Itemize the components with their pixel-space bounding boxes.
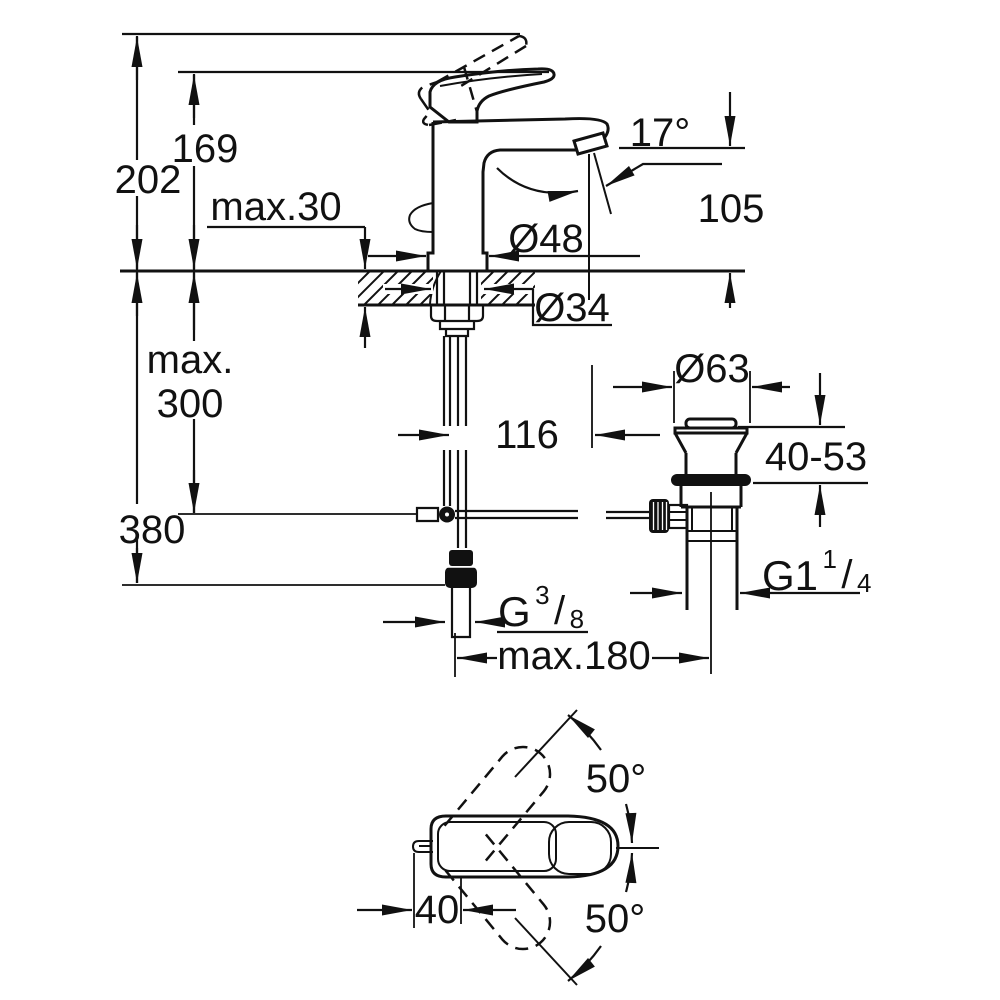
dim-label-swing-lower: 50° <box>585 897 646 941</box>
dim-label-base-diameter: Ø48 <box>508 217 584 261</box>
waste-flange <box>671 474 751 486</box>
dim-label-lever-height: 169 <box>172 127 239 171</box>
hose-fitting-upper <box>449 550 473 566</box>
aerator <box>572 131 609 156</box>
dim-label-rod-depth-value: 300 <box>157 382 224 426</box>
handle-swing-lower-dashed <box>443 833 552 951</box>
dim-label-supply-thread: G 3 / 8 <box>498 580 584 635</box>
angle-leader <box>605 162 722 187</box>
hose-thread-end <box>450 588 472 639</box>
top-view-handle-swing: 50° 50° 40 <box>357 709 659 986</box>
dim-label-spout-angle: 17° <box>630 111 691 155</box>
waste-assembly <box>649 417 751 674</box>
water-stream <box>496 152 612 300</box>
dim-label-waste-diameter: Ø63 <box>674 347 750 391</box>
pop-up-knob <box>408 202 434 233</box>
dim-label-waste-thread: G1 1 / 4 <box>762 544 871 599</box>
dim-label-spout-reach: 116 <box>495 413 559 457</box>
dim-label-swing-upper: 50° <box>586 757 647 801</box>
handle-top-inner <box>437 821 557 872</box>
handle-lever <box>428 67 556 124</box>
shank-and-hoses <box>429 270 485 639</box>
pop-up-rod <box>415 506 651 523</box>
dim-label-hose-depth: 380 <box>119 508 186 552</box>
dim-label-spout-height: 105 <box>698 187 765 231</box>
handle-nub <box>411 840 433 853</box>
dim-label-overall-height: 202 <box>115 158 182 202</box>
dim-label-max-waste-offset: max.180 <box>497 634 650 678</box>
dim-label-shank-diameter: Ø34 <box>534 286 610 330</box>
dim-label-rod-depth-max: max. <box>147 338 234 382</box>
handle-grip <box>548 821 612 875</box>
front-view-dimensions: 202 169 max.30 17° 105 Ø48 Ø34 max. 300 … <box>115 32 871 678</box>
faucet-body <box>408 117 610 271</box>
dim-label-max-mounting: max.30 <box>210 185 341 229</box>
handle-top-outline <box>429 814 620 879</box>
handle-swing-upper-dashed <box>443 745 552 862</box>
dim-label-handle-clearance: 40 <box>415 888 460 932</box>
dim-label-waste-range: 40-53 <box>765 435 867 479</box>
hose-fitting-lower <box>445 567 477 588</box>
stream-curve-arrow <box>496 167 579 202</box>
